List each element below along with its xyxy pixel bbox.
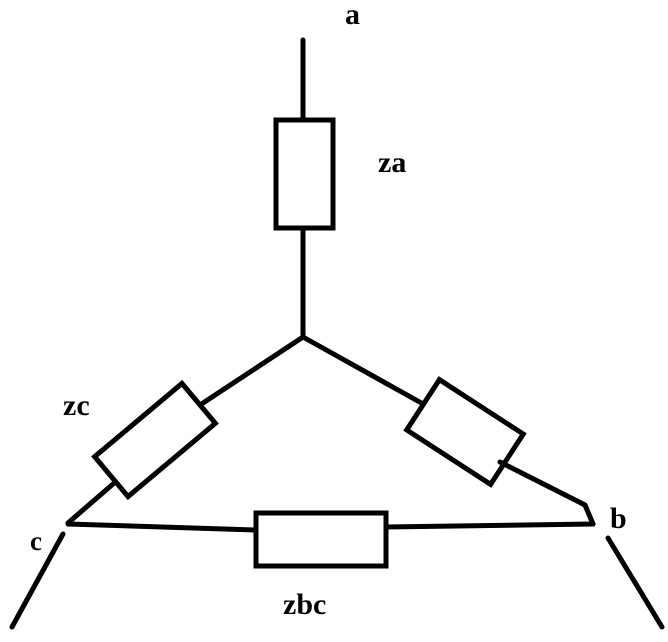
lead-b [605,535,665,630]
resistor-b [403,376,527,488]
wire-c-to-zbc [65,521,259,533]
resistor-zc [91,379,219,501]
label-zbc: zbc [283,588,326,621]
label-zc: zc [63,389,90,422]
wire-neutral-to-zc [197,334,306,408]
wire-zc-to-node-c [65,481,116,526]
resistor-zbc [253,510,389,569]
resistor-za [273,117,336,231]
label-node-b: b [610,502,627,535]
wire-rb-to-node-b [497,459,588,508]
wire-node-b-corner [582,502,596,527]
label-node-c: c [30,526,42,556]
wire-neutral-to-rb [300,334,428,408]
label-za: za [378,146,406,179]
wire-zbc-to-b [383,521,596,530]
label-node-a: a [345,0,360,31]
lead-c [9,531,66,630]
